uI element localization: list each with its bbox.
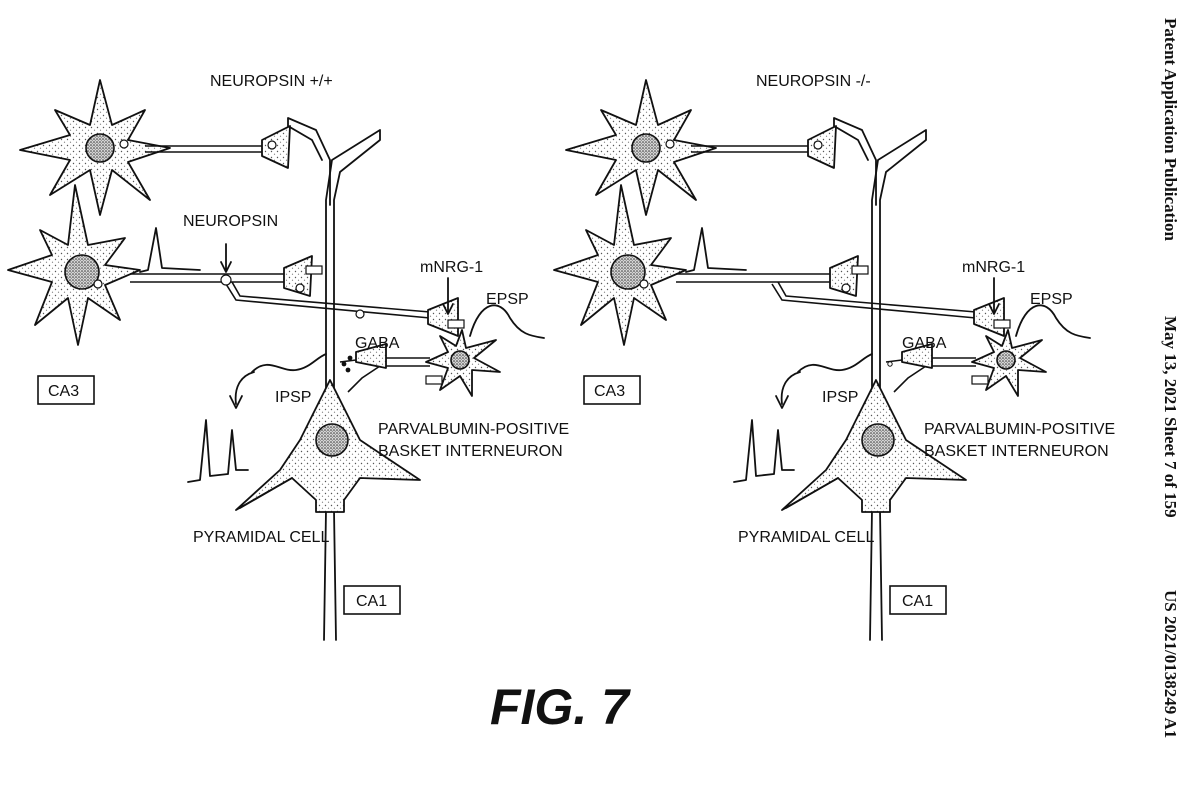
panel-title: NEUROPSIN +/+ xyxy=(210,73,333,90)
epsp-label: EPSP xyxy=(486,291,529,308)
gaba-label: GABA xyxy=(902,335,947,352)
panel-wildtype: NEUROPSIN +/+ NEUROPSIN CA3 CA1 mNRG-1 E… xyxy=(7,73,569,641)
ipsp-label: IPSP xyxy=(822,389,858,406)
publication-number: US 2021/0138249 A1 xyxy=(1161,590,1180,738)
panel-knockout: NEUROPSIN -/- CA3 CA1 mNRG-1 EPSP GABA I… xyxy=(553,73,1115,641)
interneuron-label-line2: BASKET INTERNEURON xyxy=(378,443,563,460)
gaba-label: GABA xyxy=(355,335,400,352)
interneuron-label-line1: PARVALBUMIN-POSITIVE xyxy=(378,421,569,438)
ca1-label: CA1 xyxy=(356,593,387,610)
publication-date-sheet: May 13, 2021 Sheet 7 of 159 xyxy=(1161,316,1180,518)
ca3-label: CA3 xyxy=(594,383,625,400)
neuropsin-label: NEUROPSIN xyxy=(183,213,278,230)
figure-label: FIG. 7 xyxy=(490,679,631,735)
interneuron-label-line2: BASKET INTERNEURON xyxy=(924,443,1109,460)
ipsp-label: IPSP xyxy=(275,389,311,406)
patent-side-header: Patent Application Publication May 13, 2… xyxy=(1161,18,1180,738)
pyramidal-cell-label: PYRAMIDAL CELL xyxy=(738,529,874,546)
interneuron-label-line1: PARVALBUMIN-POSITIVE xyxy=(924,421,1115,438)
pyramidal-cell-label: PYRAMIDAL CELL xyxy=(193,529,329,546)
epsp-label: EPSP xyxy=(1030,291,1073,308)
publication-type: Patent Application Publication xyxy=(1161,18,1180,241)
ca3-label: CA3 xyxy=(48,383,79,400)
panel-title: NEUROPSIN -/- xyxy=(756,73,871,90)
mnrg-label: mNRG-1 xyxy=(420,259,483,276)
mnrg-label: mNRG-1 xyxy=(962,259,1025,276)
neuropsin-marker xyxy=(220,274,232,286)
ca1-label: CA1 xyxy=(902,593,933,610)
